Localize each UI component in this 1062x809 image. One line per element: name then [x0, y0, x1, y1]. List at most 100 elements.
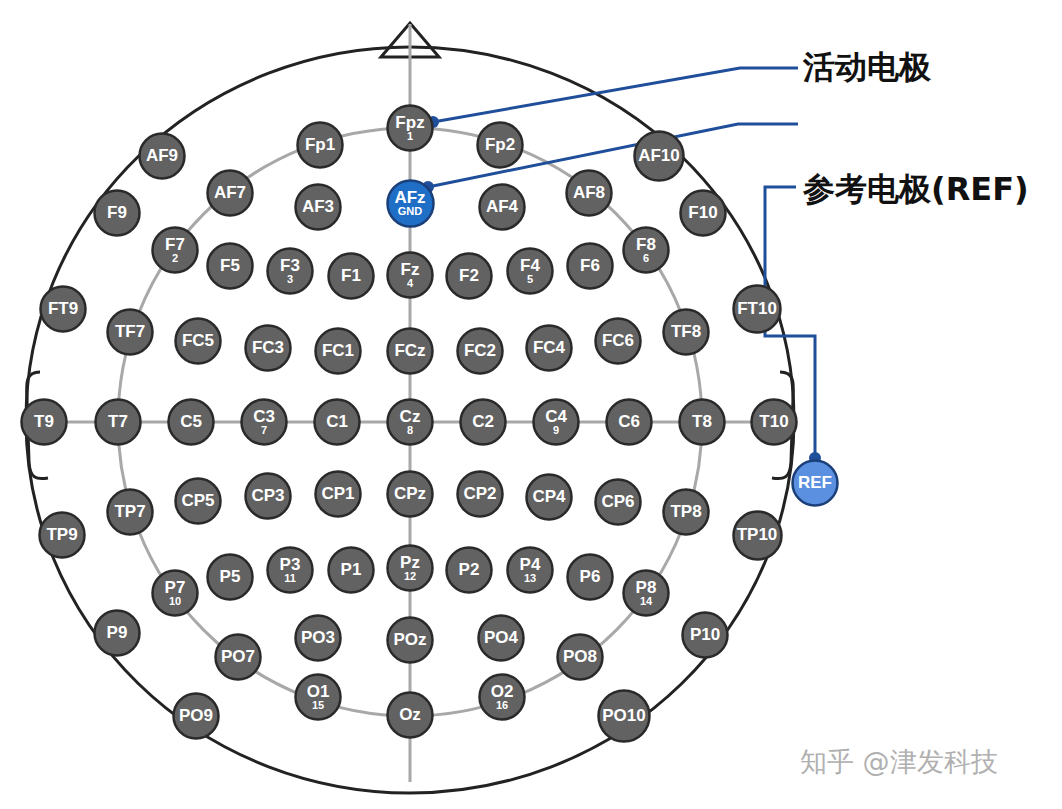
electrode: P9 [93, 609, 141, 657]
electrode: TP8 [662, 488, 710, 536]
electrode: CP3 [244, 472, 292, 520]
electrode-name: C1 [326, 413, 348, 431]
electrode-name: T7 [108, 413, 128, 431]
electrode-name: AF8 [573, 184, 605, 202]
electrode-name: T8 [692, 413, 712, 431]
electrode: FC5 [174, 317, 222, 365]
electrode-name: O1 [307, 683, 330, 701]
channel-number: 6 [643, 253, 649, 264]
electrode: POz [386, 616, 434, 664]
electrode-name: CP3 [251, 487, 284, 505]
electrode: P814 [622, 569, 670, 617]
electrode: P6 [566, 553, 614, 601]
electrode-name: TP10 [737, 526, 778, 544]
electrode: FC6 [594, 317, 642, 365]
electrode: F5 [206, 242, 254, 290]
electrode-name: PO3 [301, 629, 335, 647]
electrode-name: F3 [280, 257, 300, 275]
electrode-name: PO7 [221, 648, 255, 666]
channel-number: 16 [496, 700, 508, 711]
electrode-name: T9 [34, 413, 54, 431]
electrode-name: Cz [400, 408, 421, 426]
electrode-name: POz [393, 631, 426, 649]
electrode: F45 [506, 247, 554, 295]
electrode-name: FCz [394, 342, 425, 360]
electrode-name: Pz [400, 554, 420, 572]
electrode: F10 [679, 189, 727, 237]
electrode-name: O2 [491, 683, 514, 701]
channel-number: 7 [261, 425, 267, 436]
electrode: Fp1 [296, 121, 344, 169]
electrode-name: F2 [459, 267, 479, 285]
electrode: P5 [206, 553, 254, 601]
channel-number: 2 [172, 253, 178, 264]
electrode-name: P5 [220, 568, 241, 586]
callout-label: 参考电极(REF) [803, 168, 1029, 212]
electrode: C1 [313, 398, 361, 446]
electrode-name: F9 [107, 204, 127, 222]
electrode: C49 [532, 398, 580, 446]
electrode-name: AF4 [486, 198, 518, 216]
electrode-name: F1 [341, 267, 361, 285]
electrode-name: TP9 [46, 526, 77, 544]
electrode-name: CP2 [463, 485, 496, 503]
reference-circle [118, 128, 702, 716]
electrode-name: TF8 [671, 323, 701, 341]
electrode: FC2 [456, 327, 504, 375]
electrode-name: Fz [401, 261, 420, 279]
electrode-name: P2 [459, 561, 480, 579]
electrode-name: FT9 [48, 300, 78, 318]
electrode: CP4 [525, 473, 573, 521]
channel-number: 3 [287, 274, 293, 285]
electrode: C2 [459, 398, 507, 446]
electrode: Fz4 [386, 251, 434, 299]
electrode-name: C3 [253, 408, 275, 426]
electrode-name: FC6 [602, 332, 634, 350]
electrode: T8 [678, 398, 726, 446]
channel-number: 8 [407, 425, 413, 436]
electrode: FC4 [525, 324, 573, 372]
electrode-name: C2 [472, 413, 494, 431]
electrode-name: TP7 [114, 503, 145, 521]
electrode: P10 [681, 611, 729, 659]
electrode: P1 [327, 546, 375, 594]
electrode-name: P4 [520, 556, 541, 574]
channel-number: 10 [169, 596, 181, 607]
electrode: F6 [566, 242, 614, 290]
electrode-name: F5 [220, 257, 240, 275]
electrode: AF3 [294, 183, 342, 231]
electrode-name: CP5 [181, 492, 214, 510]
electrode-name: CP6 [601, 493, 634, 511]
leader-line [433, 68, 798, 122]
electrode: PO8 [556, 633, 604, 681]
electrode-name: REF [798, 474, 832, 492]
electrode: FT9 [39, 285, 87, 333]
electrode-name: AF10 [638, 147, 680, 165]
electrode-name: PO10 [602, 707, 645, 725]
electrode-name: F6 [580, 257, 600, 275]
electrode: PO9 [172, 692, 220, 740]
electrode: AFzGND [386, 179, 435, 228]
electrode: CP5 [174, 477, 222, 525]
electrode-name: AF7 [214, 184, 246, 202]
electrode-name: PO4 [484, 629, 518, 647]
electrode: F86 [622, 226, 670, 274]
channel-number: 12 [404, 571, 416, 582]
electrode-name: FC1 [322, 342, 354, 360]
electrode: TP7 [106, 488, 154, 536]
electrode-name: P1 [341, 561, 362, 579]
electrode: Pz12 [386, 544, 434, 592]
electrode: CPz [386, 470, 434, 518]
electrode-name: CP1 [321, 485, 354, 503]
electrode-name: P3 [280, 556, 301, 574]
electrode-name: AF3 [302, 198, 334, 216]
electrode: AF9 [138, 132, 186, 180]
electrode: O115 [294, 673, 342, 721]
electrode-name: T10 [759, 413, 788, 431]
electrode: REF [791, 459, 839, 507]
electrode: P2 [445, 546, 493, 594]
electrode: TP9 [38, 511, 86, 559]
electrode-name: FC3 [252, 339, 284, 357]
channel-number: GND [398, 206, 422, 217]
